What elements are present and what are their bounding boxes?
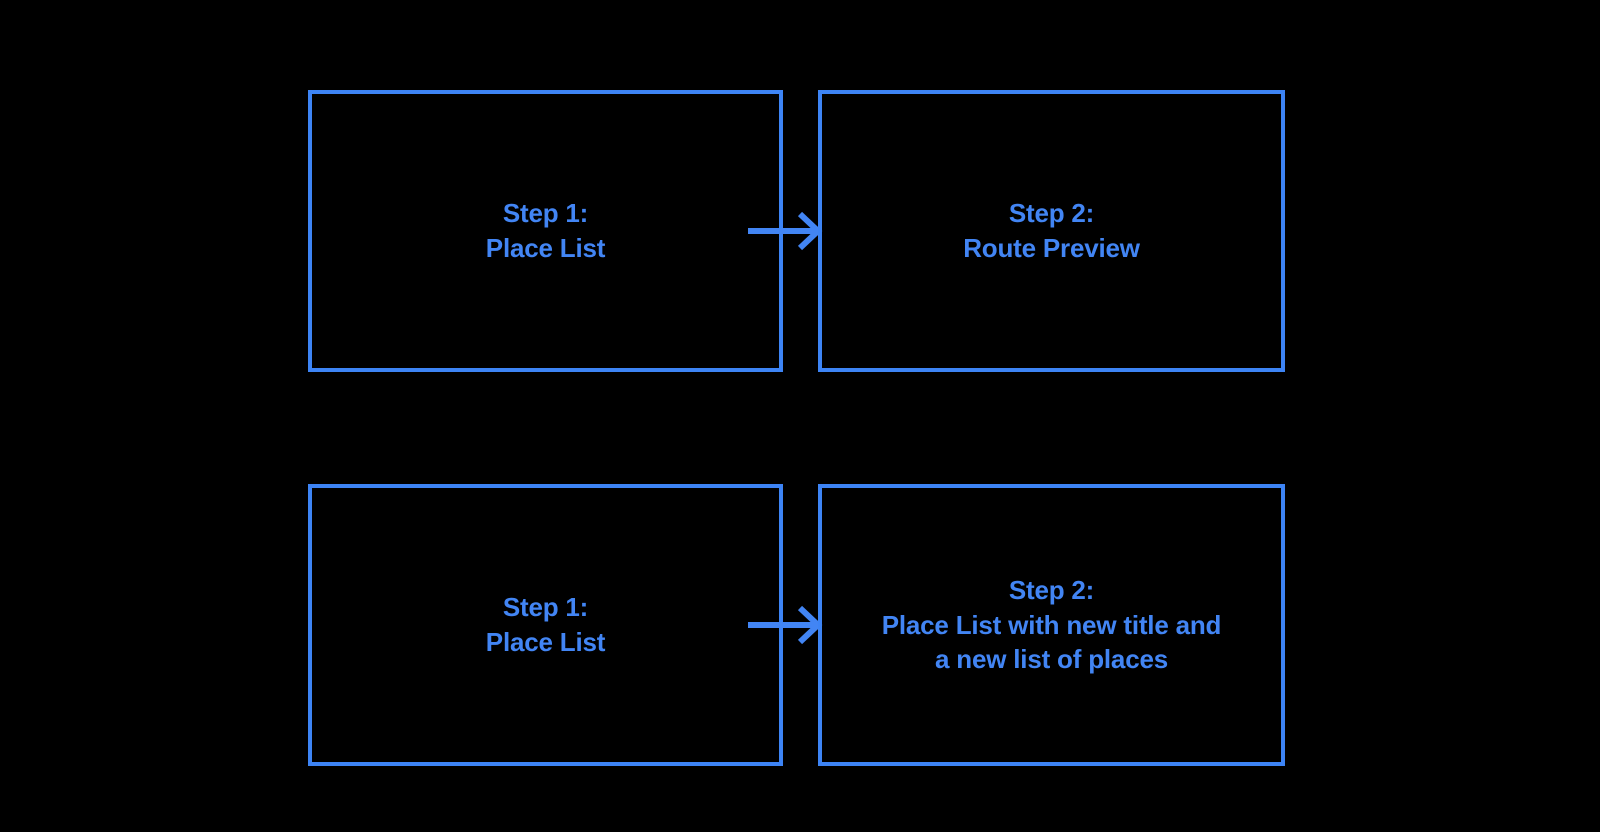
flow-row-new-place-list: Step 1: Place List Step 2: Place List wi… xyxy=(0,484,1600,766)
step-box-row1-step1[interactable]: Step 1: Place List xyxy=(308,90,783,372)
step-box-row1-step2[interactable]: Step 2: Route Preview xyxy=(818,90,1285,372)
step-box-label: Step 2: Route Preview xyxy=(963,198,1140,263)
step-box-label: Step 2: Place List with new title and a … xyxy=(881,575,1222,675)
step-box-label: Step 1: Place List xyxy=(485,592,606,657)
step-box-row2-step2[interactable]: Step 2: Place List with new title and a … xyxy=(818,484,1285,766)
step-box-label: Step 1: Place List xyxy=(485,198,606,263)
step-box-row2-step1[interactable]: Step 1: Place List xyxy=(308,484,783,766)
flow-row-route-preview: Step 1: Place List Step 2: Route Preview xyxy=(0,90,1600,372)
